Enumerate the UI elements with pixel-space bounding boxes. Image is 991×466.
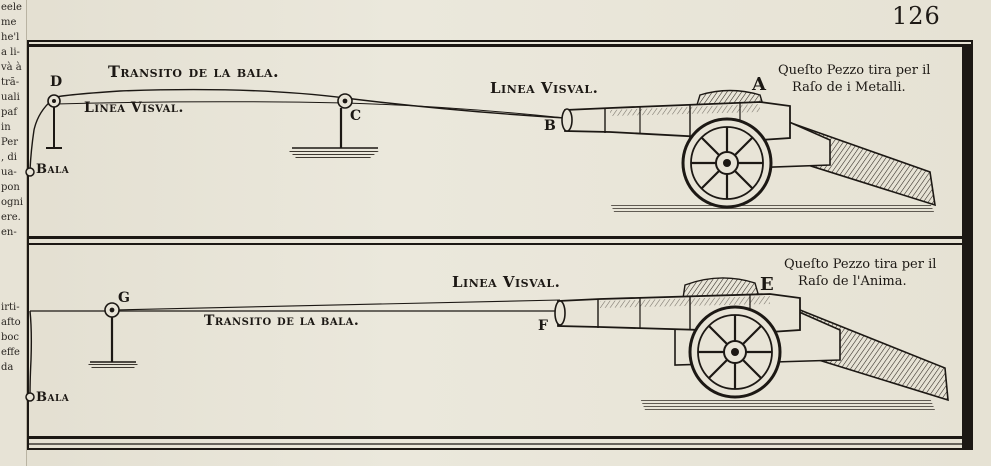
margin-word: en- — [1, 227, 17, 238]
letter-b: B — [544, 118, 557, 134]
label-bala-top: Bala — [36, 162, 70, 177]
margin-word: uali — [1, 92, 20, 103]
label-transito-top: Transito de la bala. — [108, 62, 280, 81]
letter-c: C — [350, 108, 362, 124]
margin-word: da — [1, 362, 14, 373]
caption-top-line2: Raſo de i Metalli. — [792, 80, 906, 95]
margin-word: in — [1, 122, 11, 133]
letter-f: F — [538, 318, 549, 334]
letter-a: A — [752, 74, 767, 95]
margin-word: ere. — [1, 212, 21, 223]
label-linea-visual-bottom: Linea Visval. — [452, 273, 561, 291]
margin-word: ua- — [1, 167, 17, 178]
caption-top: Queſto Pezzo tira per il Raſo de i Metal… — [778, 62, 930, 96]
margin-word: trã- — [1, 77, 20, 88]
margin-word: he'l — [1, 32, 20, 43]
label-linea-visual-right: Linea Visval. — [490, 79, 599, 97]
cannon-bottom — [554, 277, 949, 402]
caption-bottom: Queſto Pezzo tira per il Raſo de l'Anima… — [784, 256, 936, 290]
caption-bottom-line1: Queſto Pezzo tira per il — [784, 257, 937, 272]
margin-word: Per — [1, 137, 18, 148]
letter-e: E — [760, 274, 775, 295]
sight-post-g — [90, 302, 136, 363]
margin-word: , di — [1, 152, 17, 163]
margin-word: pon — [1, 182, 20, 193]
bottom-panel — [25, 277, 949, 410]
caption-top-line1: Queſto Pezzo tira per il — [778, 63, 931, 78]
label-bala-bottom: Bala — [36, 390, 70, 405]
label-linea-visual-left: Linea Visval. — [84, 100, 184, 116]
letter-g: G — [118, 290, 131, 306]
margin-word: eele — [1, 2, 22, 13]
margin-word: paf — [1, 107, 18, 118]
margin-word: me — [1, 17, 17, 28]
margin-word: effe — [1, 347, 20, 358]
sight-post-c — [292, 93, 378, 149]
margin-word: irti- — [1, 302, 20, 313]
label-transito-bottom: Transito de la bala. — [204, 313, 360, 329]
cannon-top — [561, 89, 936, 209]
page-number: 126 — [892, 2, 941, 30]
ball-top — [25, 167, 35, 177]
margin-word: a li- — [1, 47, 20, 58]
margin-word: boc — [1, 332, 20, 343]
sight-post-d — [46, 94, 62, 149]
caption-bottom-line2: Raſo de l'Anima. — [798, 274, 907, 289]
margin-word: và à — [1, 62, 22, 73]
margin-word: ogni — [1, 197, 24, 208]
letter-d: D — [50, 74, 63, 90]
top-panel — [25, 88, 936, 214]
frame — [27, 40, 973, 450]
margin-word: afto — [1, 317, 21, 328]
ball-bottom — [25, 392, 35, 402]
